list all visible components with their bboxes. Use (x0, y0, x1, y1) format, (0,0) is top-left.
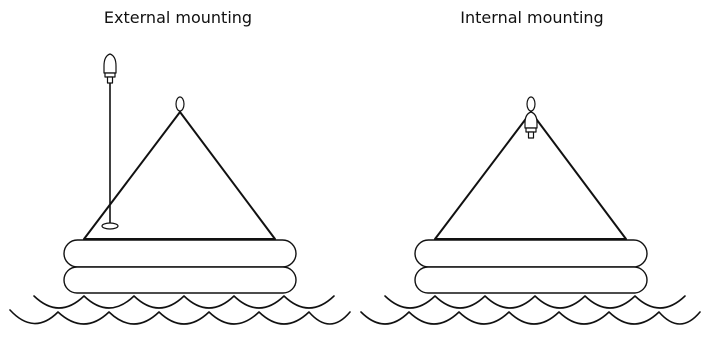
external-mounting-title: External mounting (103, 8, 253, 27)
mast-base-plate (101, 222, 119, 230)
upper-float-ring (414, 239, 648, 268)
internal-buoy (360, 96, 701, 325)
upper-float-ring (63, 239, 297, 268)
external-buoy (9, 53, 351, 325)
water-waves-upper (33, 295, 335, 309)
triangular-frame (83, 111, 276, 240)
water-waves-upper (384, 295, 686, 309)
water-waves-lower (9, 309, 351, 325)
lower-float-ring (63, 266, 297, 294)
water-waves-lower (360, 311, 701, 325)
top-marker (175, 96, 185, 112)
top-marker (526, 96, 536, 112)
external-antenna-icon (103, 53, 117, 84)
lower-float-ring (414, 266, 648, 294)
internal-antenna-icon (524, 111, 538, 139)
internal-mounting-title: Internal mounting (460, 8, 604, 27)
triangular-frame (434, 111, 627, 240)
